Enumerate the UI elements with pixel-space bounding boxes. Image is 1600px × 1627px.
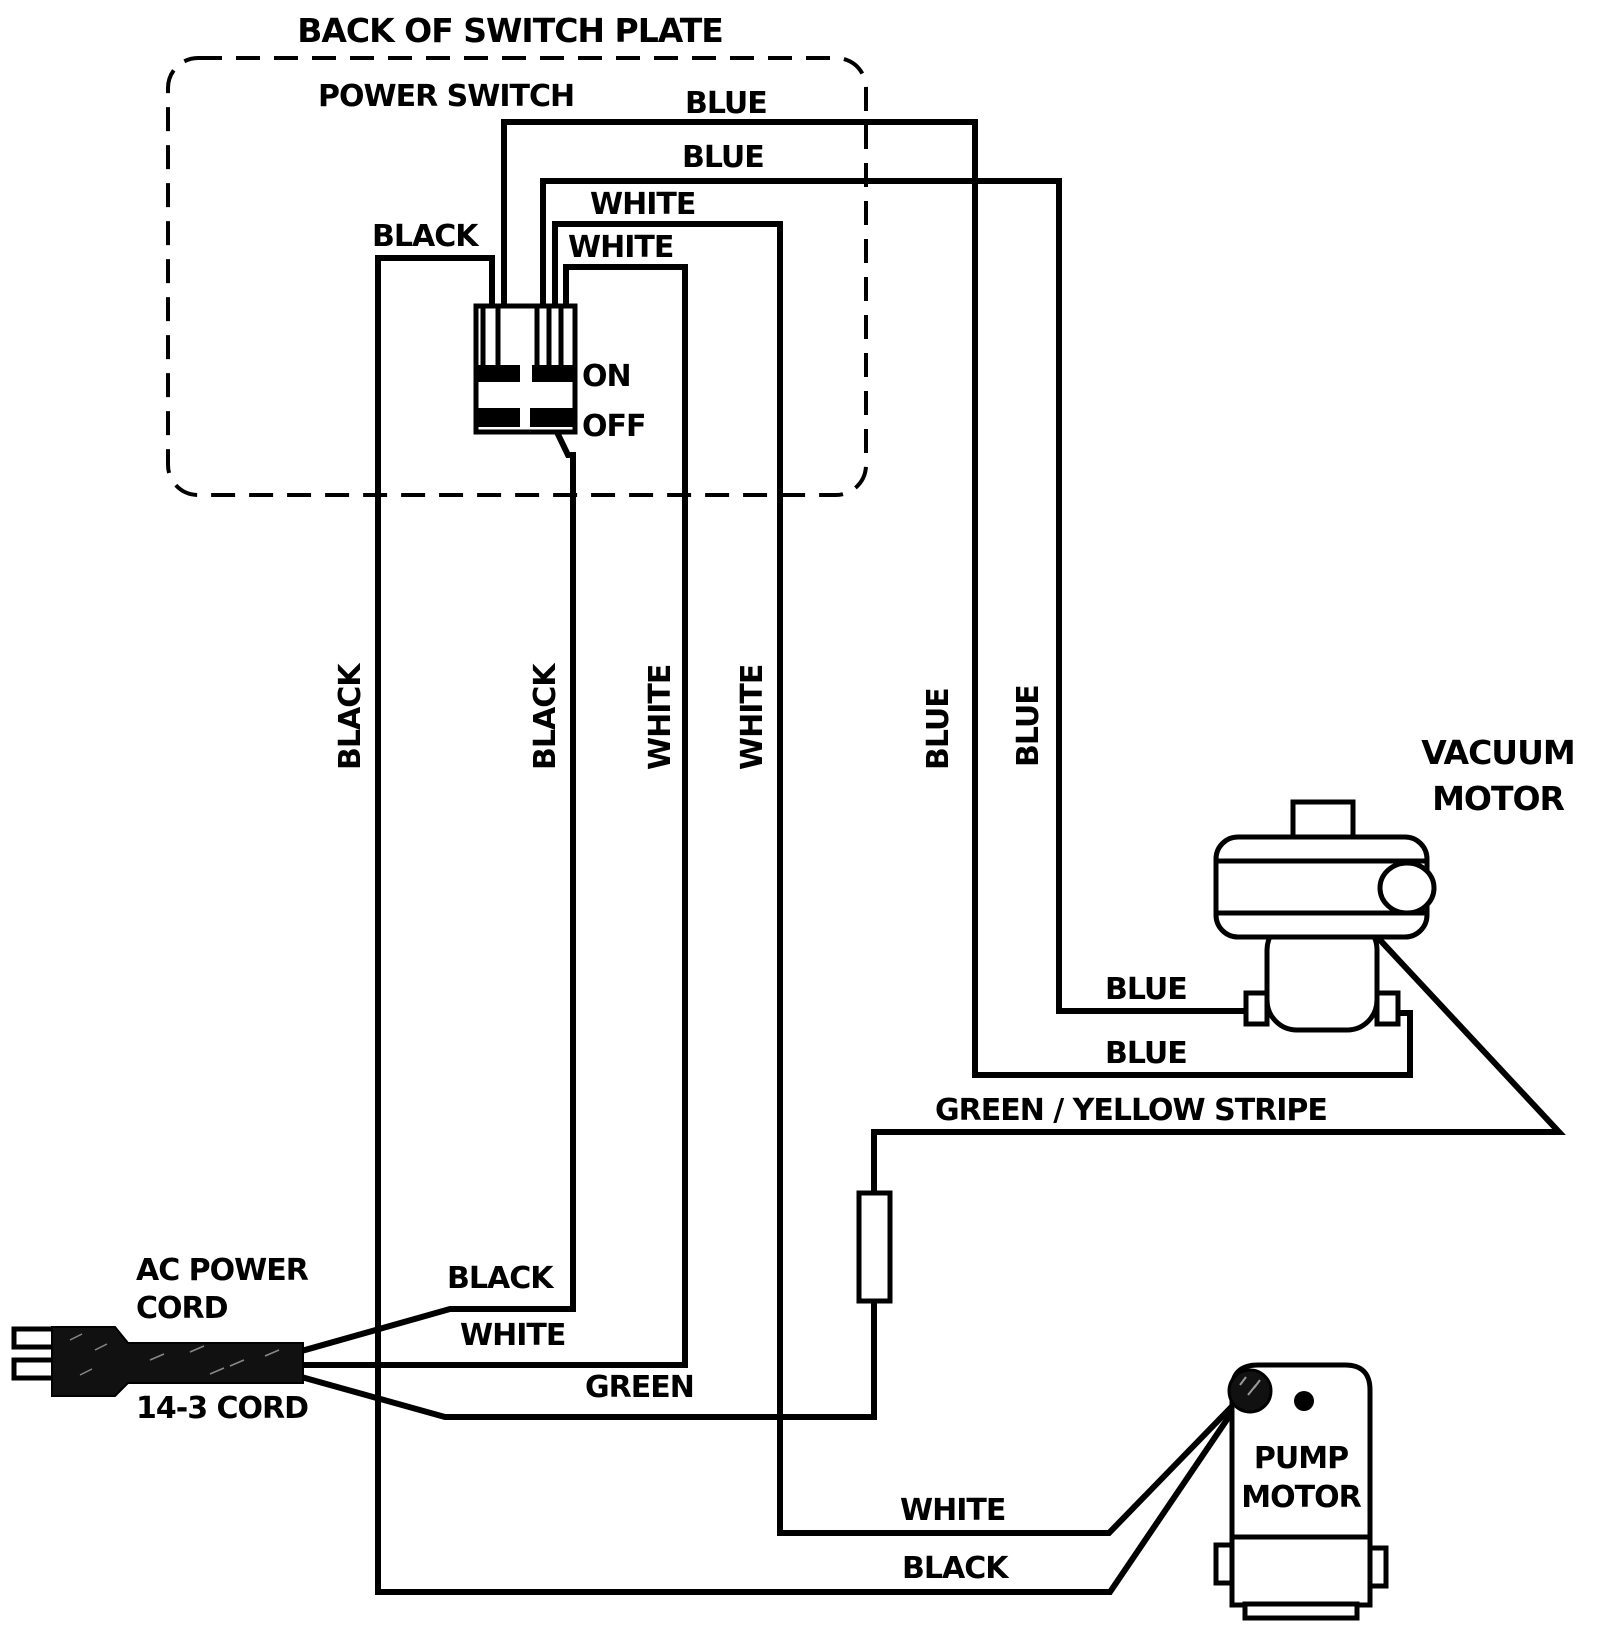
switch-off-label: OFF (582, 409, 646, 444)
vacuum-motor-label-line2: MOTOR (1432, 779, 1564, 818)
wire-white-2 (302, 264, 688, 1368)
switch-plate-boundary (166, 56, 868, 497)
label-pump-white: WHITE (900, 1493, 1005, 1528)
power-switch (473, 303, 578, 435)
wire-black-cord (301, 423, 576, 1354)
wire-green-yellow (871, 935, 1566, 1196)
label-switch-white-2: WHITE (568, 230, 673, 265)
ground-connector (856, 1190, 893, 1304)
label-pump-black: BLACK (902, 1551, 1010, 1586)
switch-off-contact-left (476, 408, 520, 427)
cord-type-label: 14-3 CORD (136, 1391, 308, 1426)
label-motor-blue-2: BLUE (1105, 1036, 1187, 1071)
label-motor-blue-1: BLUE (1105, 972, 1187, 1007)
label-vertical-white-2: WHITE (735, 665, 770, 770)
label-switch-blue-1: BLUE (685, 86, 767, 121)
ac-power-cord-label-line1: AC POWER (136, 1253, 309, 1288)
label-vertical-blue-1: BLUE (921, 688, 956, 770)
pump-motor-label-line1: PUMP (1254, 1441, 1348, 1476)
pump-motor-hole (1294, 1391, 1314, 1411)
wire-blue-2 (540, 178, 1258, 1014)
vacuum-motor-label-line1: VACUUM (1421, 733, 1575, 772)
ac-power-cord (11, 1326, 304, 1397)
wire-black-switch (375, 255, 1250, 1595)
label-vertical-white-1: WHITE (643, 665, 678, 770)
wire-white-1 (552, 221, 1250, 1536)
ac-power-cord-label-line2: CORD (136, 1291, 228, 1326)
label-cord-green: GREEN (585, 1370, 694, 1405)
label-ground-stripe: GREEN / YELLOW STRIPE (935, 1093, 1327, 1128)
label-vertical-black-2: BLACK (528, 662, 563, 770)
label-vertical-blue-2: BLUE (1011, 685, 1046, 767)
label-switch-black: BLACK (372, 219, 480, 254)
switch-on-contact-left (476, 365, 520, 382)
wire-blue-1 (501, 119, 1413, 1078)
label-cord-white: WHITE (460, 1318, 565, 1353)
switch-off-contact-right (530, 408, 575, 427)
switch-on-contact-right (532, 365, 575, 382)
label-switch-white-1: WHITE (590, 187, 695, 222)
pump-motor-label-line2: MOTOR (1241, 1480, 1361, 1515)
label-switch-blue-2: BLUE (682, 140, 764, 175)
label-vertical-black-1: BLACK (333, 662, 368, 770)
switch-on-label: ON (582, 359, 631, 394)
label-cord-black: BLACK (447, 1261, 555, 1296)
pump-motor (1213, 1362, 1389, 1621)
vacuum-motor (1213, 799, 1437, 1033)
wire-green (301, 1298, 877, 1420)
power-switch-label: POWER SWITCH (318, 79, 574, 114)
diagram-title: BACK OF SWITCH PLATE (297, 11, 723, 50)
